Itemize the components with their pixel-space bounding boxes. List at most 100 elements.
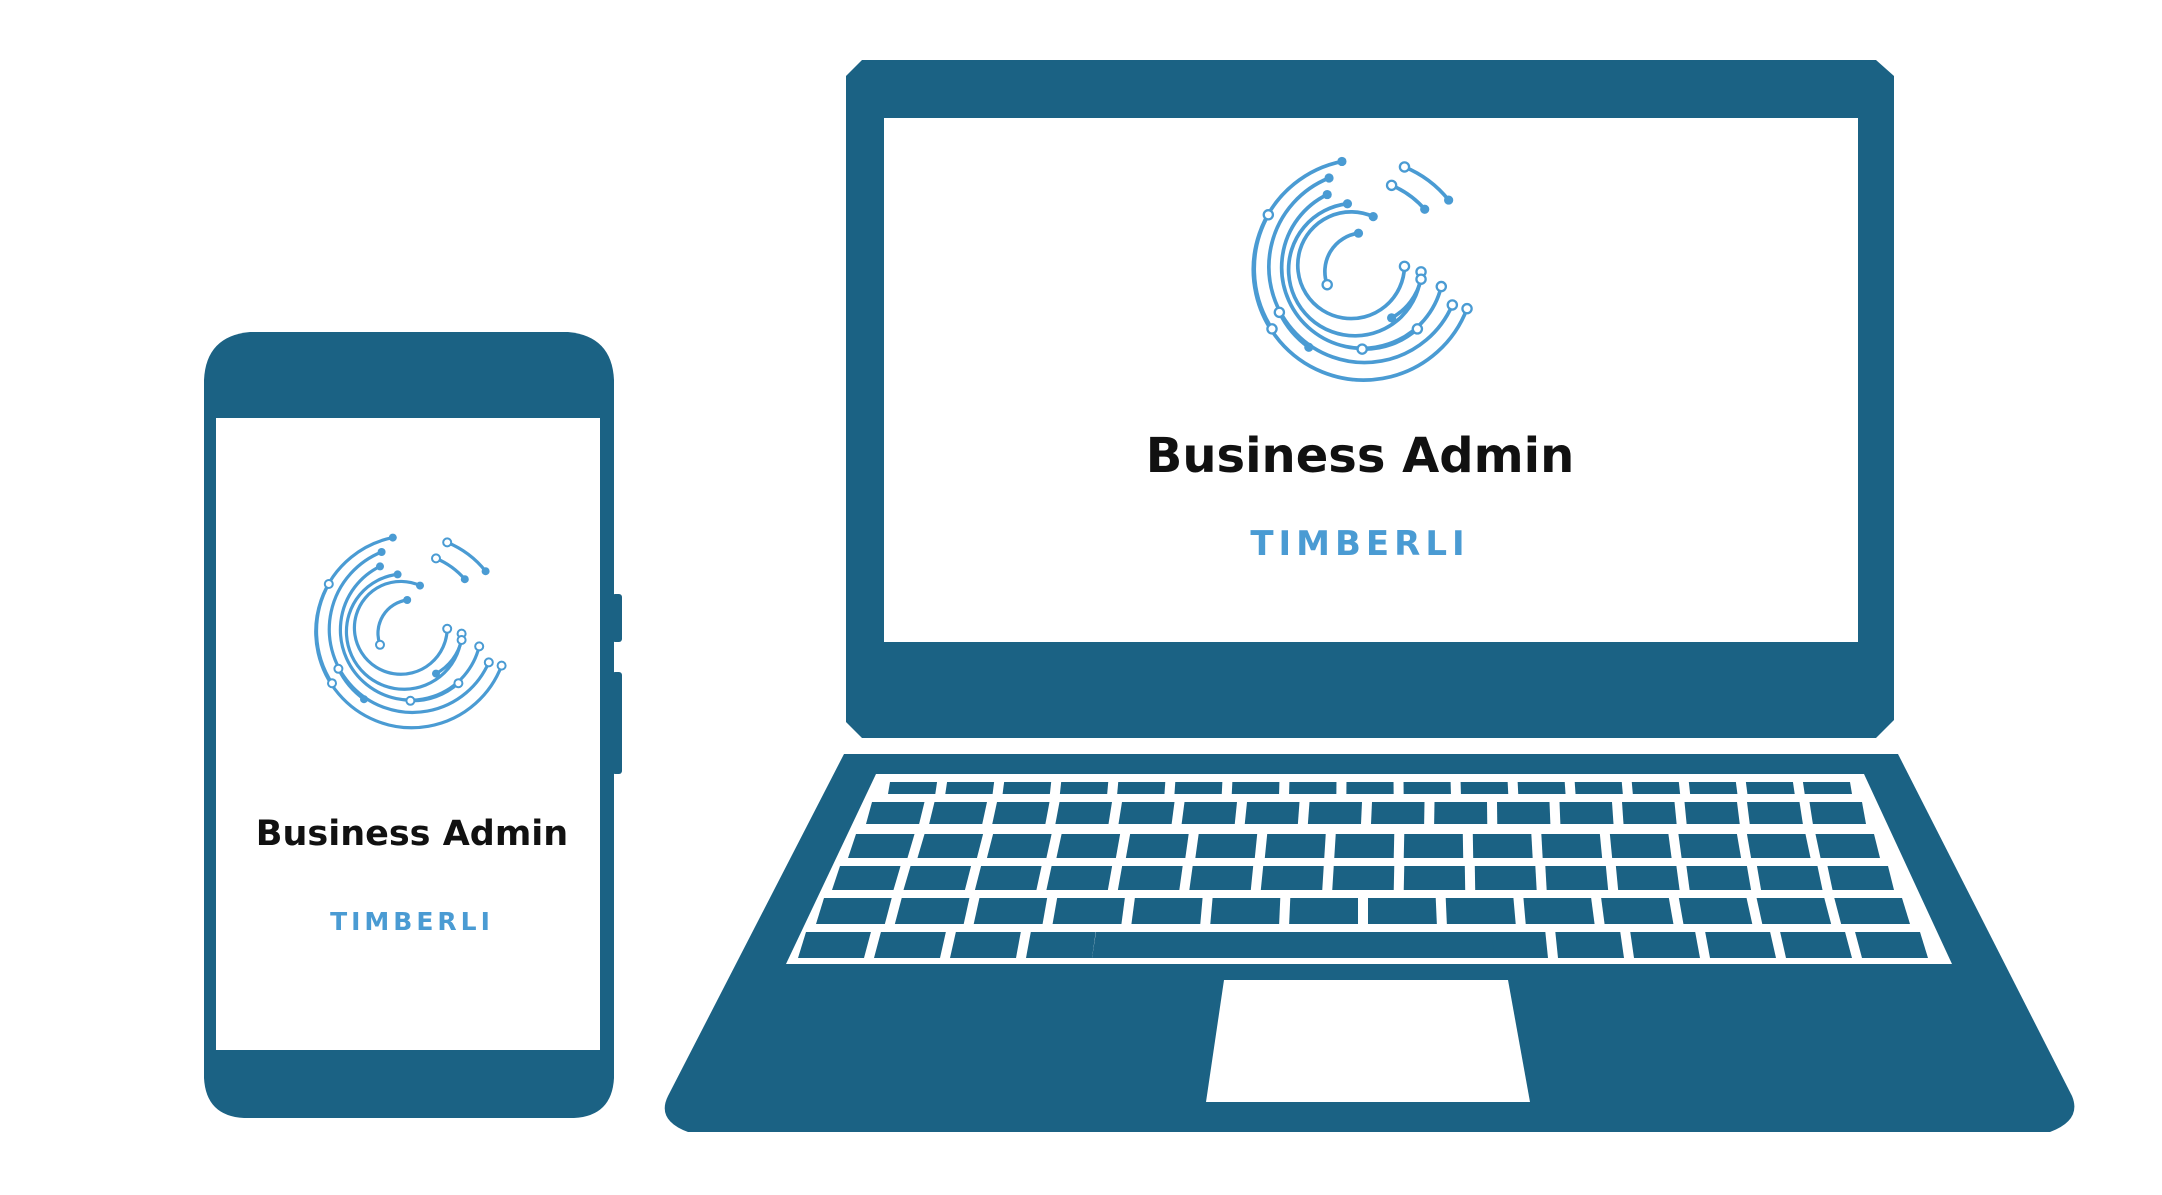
keyboard-key[interactable] [1189, 866, 1254, 890]
keyboard-key[interactable] [1855, 932, 1928, 958]
keyboard-key[interactable] [1615, 866, 1680, 890]
keyboard-key[interactable] [917, 834, 984, 858]
keyboard-key[interactable] [1210, 898, 1281, 924]
keyboard-key[interactable] [888, 782, 938, 794]
keyboard-key[interactable] [1684, 802, 1740, 824]
keyboard-key[interactable] [986, 834, 1052, 858]
keyboard-key[interactable] [1686, 866, 1752, 890]
keyboard-key[interactable] [1181, 802, 1237, 824]
keyboard[interactable] [798, 782, 1928, 958]
keyboard-key[interactable] [1745, 782, 1795, 794]
keyboard-key[interactable] [1289, 782, 1337, 794]
keyboard-key[interactable] [1517, 782, 1566, 794]
keyboard-key[interactable] [1371, 802, 1425, 824]
keyboard-key[interactable] [1125, 834, 1189, 858]
keyboard-key[interactable] [945, 782, 995, 794]
keyboard-key[interactable] [1705, 932, 1776, 958]
keyboard-key[interactable] [1834, 898, 1910, 924]
keyboard-key[interactable] [1307, 802, 1362, 824]
keyboard-key[interactable] [894, 898, 970, 924]
keyboard-key[interactable] [1480, 932, 1548, 958]
keyboard-key[interactable] [1630, 932, 1700, 958]
keyboard-key[interactable] [1609, 834, 1672, 858]
keyboard-key[interactable] [1497, 802, 1551, 824]
keyboard-key[interactable] [1474, 866, 1537, 890]
keyboard-key[interactable] [1555, 932, 1624, 958]
keyboard-key[interactable] [1523, 898, 1595, 924]
keyboard-key[interactable] [973, 898, 1048, 924]
keyboard-key[interactable] [1541, 834, 1603, 858]
keyboard-key[interactable] [1678, 834, 1742, 858]
keyboard-key[interactable] [1756, 866, 1823, 890]
keyboard-key[interactable] [1460, 782, 1509, 794]
keyboard-key[interactable] [1559, 802, 1614, 824]
keyboard-key[interactable] [1026, 932, 1096, 958]
keyboard-key[interactable] [1678, 898, 1753, 924]
keyboard-key[interactable] [1244, 802, 1300, 824]
keyboard-key[interactable] [1403, 866, 1466, 890]
keyboard-key[interactable] [1332, 866, 1395, 890]
laptop [664, 60, 2075, 1132]
phone-screen [216, 418, 600, 1050]
keyboard-key[interactable] [1055, 802, 1112, 824]
trackpad[interactable] [1206, 980, 1530, 1102]
phone-brand-name: TIMBERLI [330, 907, 494, 936]
keyboard-key[interactable] [974, 866, 1042, 890]
keyboard-key[interactable] [1368, 898, 1437, 924]
keyboard-key[interactable] [1545, 866, 1609, 890]
keyboard-key[interactable] [1334, 834, 1395, 858]
keyboard-key[interactable] [1756, 898, 1832, 924]
keyboard-key[interactable] [848, 834, 915, 858]
keyboard-key[interactable] [874, 932, 946, 958]
keyboard-key[interactable] [1622, 802, 1677, 824]
keyboard-key[interactable] [816, 898, 892, 924]
smartphone [204, 332, 622, 1118]
keyboard-key[interactable] [1403, 782, 1451, 794]
keyboard-key[interactable] [1264, 834, 1326, 858]
laptop-app-title: Business Admin [1145, 428, 1575, 484]
keyboard-key[interactable] [1231, 782, 1280, 794]
keyboard-key[interactable] [1052, 898, 1125, 924]
keyboard-key[interactable] [1289, 898, 1358, 924]
laptop-brand-name: TIMBERLI [1250, 524, 1470, 564]
keyboard-key[interactable] [1056, 834, 1121, 858]
keyboard-key[interactable] [1174, 782, 1223, 794]
phone-app-title: Business Admin [255, 814, 569, 854]
keyboard-key[interactable] [903, 866, 972, 890]
keyboard-key[interactable] [1195, 834, 1258, 858]
keyboard-key[interactable] [1046, 866, 1113, 890]
keyboard-key[interactable] [1809, 802, 1867, 824]
keyboard-key[interactable] [1747, 802, 1803, 824]
keyboard-key[interactable] [1059, 782, 1109, 794]
keyboard-key[interactable] [832, 866, 901, 890]
keyboard-key[interactable] [1434, 802, 1488, 824]
keyboard-key[interactable] [1815, 834, 1880, 858]
keyboard-key[interactable] [1574, 782, 1623, 794]
keyboard-key[interactable] [992, 802, 1050, 824]
keyboard-key[interactable] [1780, 932, 1852, 958]
phone-side-button[interactable] [612, 672, 622, 774]
keyboard-key[interactable] [1117, 782, 1166, 794]
keyboard-key[interactable] [929, 802, 987, 824]
keyboard-key[interactable] [1118, 802, 1175, 824]
keyboard-key[interactable] [1445, 898, 1516, 924]
keyboard-key[interactable] [798, 932, 871, 958]
keyboard-key[interactable] [1002, 782, 1052, 794]
spacebar-key[interactable] [1092, 932, 1494, 958]
keyboard-key[interactable] [950, 932, 1021, 958]
keyboard-key[interactable] [866, 802, 925, 824]
keyboard-key[interactable] [1601, 898, 1674, 924]
keyboard-key[interactable] [1117, 866, 1183, 890]
keyboard-key[interactable] [1802, 782, 1852, 794]
keyboard-key[interactable] [1472, 834, 1533, 858]
keyboard-key[interactable] [1827, 866, 1894, 890]
keyboard-key[interactable] [1403, 834, 1464, 858]
keyboard-key[interactable] [1131, 898, 1203, 924]
keyboard-key[interactable] [1346, 782, 1394, 794]
keyboard-key[interactable] [1746, 834, 1811, 858]
phone-side-button[interactable] [612, 594, 622, 642]
keyboard-key[interactable] [1260, 866, 1324, 890]
keyboard-key[interactable] [1688, 782, 1738, 794]
keyboard-key[interactable] [1631, 782, 1681, 794]
